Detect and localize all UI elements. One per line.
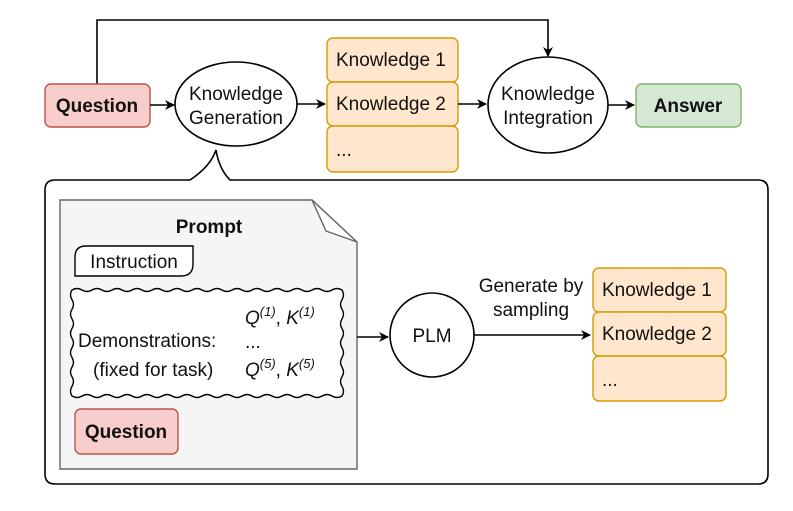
demonstrations-label: Demonstrations: (78, 331, 216, 352)
plm-label: PLM (412, 326, 451, 347)
generated-knowledge-label: Knowledge 2 (602, 324, 712, 345)
knowledge-item-box (326, 125, 459, 173)
generated-knowledge-box (592, 355, 727, 402)
knowledge-integration-line1: Knowledge (501, 84, 595, 105)
sampling-label: sampling (493, 300, 569, 321)
prompt-title: Prompt (176, 217, 243, 238)
demonstrations-box (69, 287, 345, 399)
bypass-arrow (96, 19, 553, 84)
answer-label: Answer (654, 96, 723, 117)
generated-knowledge-label: ... (602, 370, 618, 391)
knowledge-generation-line1: Knowledge (189, 84, 283, 105)
demo-last-pair: Q(5), K(5) (245, 356, 315, 381)
generated-knowledge-label: Knowledge 1 (602, 280, 712, 301)
answer-box (635, 83, 742, 128)
prompt-question-box (74, 408, 179, 455)
knowledge-item-label: ... (336, 140, 352, 161)
demonstrations-note: (fixed for task) (93, 360, 213, 381)
knowledge-item-label: Knowledge 1 (336, 50, 446, 71)
prompt-folded-corner (311, 199, 358, 243)
question-label: Question (56, 96, 138, 117)
instruction-tag (74, 245, 194, 277)
knowledge-integration-node (487, 56, 609, 154)
demo-ellipsis: ... (245, 332, 261, 353)
generate-by-label: Generate by (479, 276, 584, 297)
prompt-question-label: Question (85, 422, 167, 443)
demo-first-pair: Q(1), K(1) (245, 304, 315, 329)
knowledge-item-label: Knowledge 2 (336, 94, 446, 115)
knowledge-generation-line2: Generation (189, 108, 283, 129)
instruction-label: Instruction (90, 252, 178, 273)
knowledge-integration-line2: Integration (503, 108, 593, 129)
